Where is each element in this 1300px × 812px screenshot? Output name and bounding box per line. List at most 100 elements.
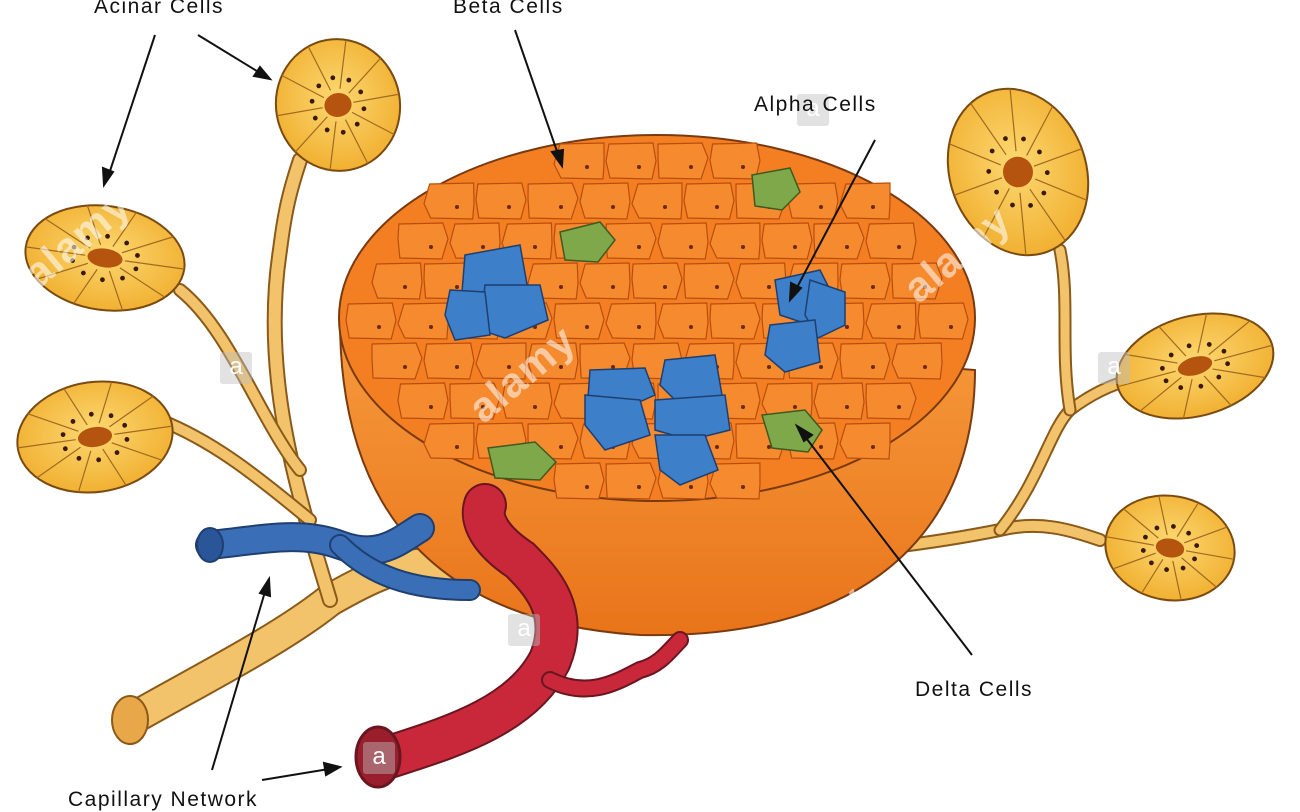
watermark-letter: a [797, 94, 829, 126]
cell-nucleus [689, 485, 693, 489]
capillary-pointer-right [261, 767, 336, 781]
cell-nucleus [637, 325, 641, 329]
cell-nucleus [455, 205, 459, 209]
vein-opening [196, 527, 224, 563]
cell-nucleus [403, 285, 407, 289]
cell-nucleus [897, 245, 901, 249]
cell-nucleus [715, 445, 719, 449]
cell-nucleus [871, 285, 875, 289]
delta-cells-label: Delta Cells [915, 678, 1034, 701]
cell-nucleus [819, 365, 823, 369]
acinus [274, 38, 402, 172]
beta-cell [917, 302, 969, 340]
beta-cell [475, 342, 527, 380]
cell-nucleus [507, 365, 511, 369]
cell-nucleus [429, 405, 433, 409]
delta-pointer [799, 429, 973, 656]
beta-cell [423, 422, 475, 460]
cell-nucleus [897, 325, 901, 329]
beta-cell [631, 262, 683, 300]
cell-nucleus [429, 245, 433, 249]
cell-nucleus [741, 245, 745, 249]
cell-nucleus [585, 165, 589, 169]
acinar-pointer-right [197, 34, 266, 77]
cell-nucleus [559, 445, 563, 449]
cell-nucleus [767, 285, 771, 289]
beta-cell [683, 182, 735, 220]
beta-cell-grid [345, 142, 969, 500]
cell-nucleus [845, 405, 849, 409]
beta-cell [605, 302, 657, 340]
cell-nucleus [871, 445, 875, 449]
cell-nucleus [481, 245, 485, 249]
cell-nucleus [481, 405, 485, 409]
beta-cell [527, 342, 579, 380]
beta-cell [709, 142, 761, 180]
watermark-letter: a [220, 352, 252, 384]
cell-nucleus [585, 485, 589, 489]
cell-nucleus [559, 365, 563, 369]
cell-nucleus [611, 285, 615, 289]
cell-nucleus [689, 325, 693, 329]
cell-nucleus [923, 365, 927, 369]
cell-nucleus [611, 365, 615, 369]
acinar-pointer-left [106, 34, 156, 181]
beta-cell [891, 342, 943, 380]
beta-cell [657, 302, 709, 340]
beta-cell [761, 222, 813, 260]
beta-cell [683, 262, 735, 300]
cell-nucleus [611, 205, 615, 209]
delta-cell [487, 441, 558, 481]
cell-nucleus [585, 325, 589, 329]
beta-cell [423, 182, 475, 220]
cell-nucleus [871, 205, 875, 209]
cell-nucleus [559, 285, 563, 289]
beta-cell [605, 142, 657, 180]
cell-nucleus [377, 325, 381, 329]
beta-cell [527, 182, 579, 220]
beta-cell [657, 222, 709, 260]
cell-nucleus [637, 165, 641, 169]
beta-cell [709, 462, 761, 500]
alpha-cell [444, 289, 491, 341]
cell-nucleus [637, 485, 641, 489]
cell-nucleus [689, 165, 693, 169]
cell-nucleus [793, 405, 797, 409]
beta-cell [397, 222, 449, 260]
delta-cell [751, 167, 801, 211]
delta-cell-cluster [487, 167, 823, 481]
beta-cell [397, 302, 449, 340]
beta-cell [839, 182, 891, 220]
beta-cell [553, 142, 605, 180]
alpha-cell [654, 434, 719, 486]
cell-nucleus [923, 285, 927, 289]
capillary-pointer-left [211, 584, 268, 771]
pointer-lines [101, 29, 973, 781]
beta-cell [813, 382, 865, 420]
cell-nucleus [741, 325, 745, 329]
cell-nucleus [767, 445, 771, 449]
delta-cell [761, 409, 823, 453]
cell-nucleus [455, 365, 459, 369]
beta-cell [423, 342, 475, 380]
beta-cell [371, 342, 423, 380]
cell-nucleus [663, 285, 667, 289]
alpha-cell [654, 394, 731, 441]
delta-cell [559, 221, 616, 263]
acinus [946, 87, 1090, 257]
cell-nucleus [767, 365, 771, 369]
beta-cell [709, 302, 761, 340]
cell-nucleus [819, 445, 823, 449]
beta-pointer [514, 29, 561, 161]
cell-nucleus [455, 285, 459, 289]
cell-nucleus [663, 205, 667, 209]
beta-cell [839, 422, 891, 460]
beta-cell [579, 262, 631, 300]
cell-nucleus [715, 205, 719, 209]
acinus [16, 380, 174, 494]
beta-cell [657, 142, 709, 180]
beta-cell [345, 302, 397, 340]
beta-cell [579, 182, 631, 220]
beta-cell [449, 382, 501, 420]
